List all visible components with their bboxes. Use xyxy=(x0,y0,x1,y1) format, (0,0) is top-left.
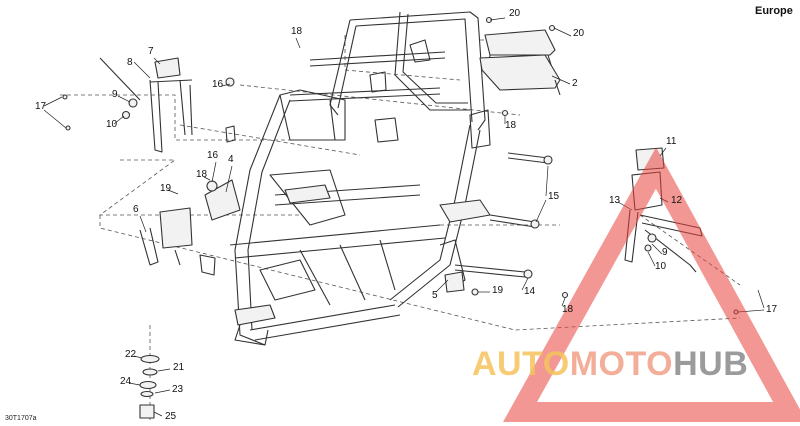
callout-23: 23 xyxy=(172,384,184,395)
region-label: Europe xyxy=(755,5,793,17)
callout-20: 20 xyxy=(573,28,585,39)
callout-12: 12 xyxy=(671,195,683,206)
callout-20: 20 xyxy=(509,8,521,19)
callout-17: 17 xyxy=(35,101,47,112)
callout-13: 13 xyxy=(609,195,621,206)
callout-18: 18 xyxy=(291,26,303,37)
callout-7: 7 xyxy=(148,46,154,57)
cross-tubes xyxy=(454,109,569,299)
callout-25: 25 xyxy=(165,411,177,422)
bracket-5 xyxy=(439,239,479,296)
callout-2: 2 xyxy=(572,78,578,89)
callout-5: 5 xyxy=(432,290,438,301)
watermark-word-moto: MOTO xyxy=(570,345,673,383)
leader-lines xyxy=(43,17,765,417)
mount-stack xyxy=(139,325,160,420)
callout-16: 16 xyxy=(207,150,219,161)
watermark-text: AUTOMOTOHUB xyxy=(472,345,748,383)
left-bracket-assembly xyxy=(62,57,193,153)
callout-22: 22 xyxy=(125,349,137,360)
svg-text:AUTOMOTOHUB: AUTOMOTOHUB xyxy=(472,345,748,383)
callout-19: 19 xyxy=(492,285,504,296)
bracket-4 xyxy=(204,77,241,221)
callout-18: 18 xyxy=(196,169,208,180)
callout-8: 8 xyxy=(127,57,133,68)
callout-labels: 2456789101112139101415161617171818181819… xyxy=(35,8,778,422)
left-mount xyxy=(139,207,216,276)
callout-9: 9 xyxy=(662,247,668,258)
callout-10: 10 xyxy=(106,119,118,130)
watermark-logo xyxy=(502,147,800,422)
callout-6: 6 xyxy=(133,204,139,215)
callout-17: 17 xyxy=(766,304,778,315)
main-frame xyxy=(229,11,491,346)
callout-24: 24 xyxy=(120,376,132,387)
watermark-word-hub: HUB xyxy=(673,345,748,383)
callout-18: 18 xyxy=(562,304,574,315)
watermark-word-auto: AUTO xyxy=(472,345,570,383)
callout-4: 4 xyxy=(228,154,234,165)
callout-21: 21 xyxy=(173,362,185,373)
drawing-reference: 30T1707a xyxy=(5,415,37,422)
callout-15: 15 xyxy=(548,191,560,202)
callout-9: 9 xyxy=(112,89,118,100)
upper-right-bracket xyxy=(479,16,561,96)
callout-18: 18 xyxy=(505,120,517,131)
callout-19: 19 xyxy=(160,183,172,194)
callout-16: 16 xyxy=(212,79,224,90)
callout-10: 10 xyxy=(655,261,667,272)
callout-14: 14 xyxy=(524,286,536,297)
callout-11: 11 xyxy=(666,136,677,147)
